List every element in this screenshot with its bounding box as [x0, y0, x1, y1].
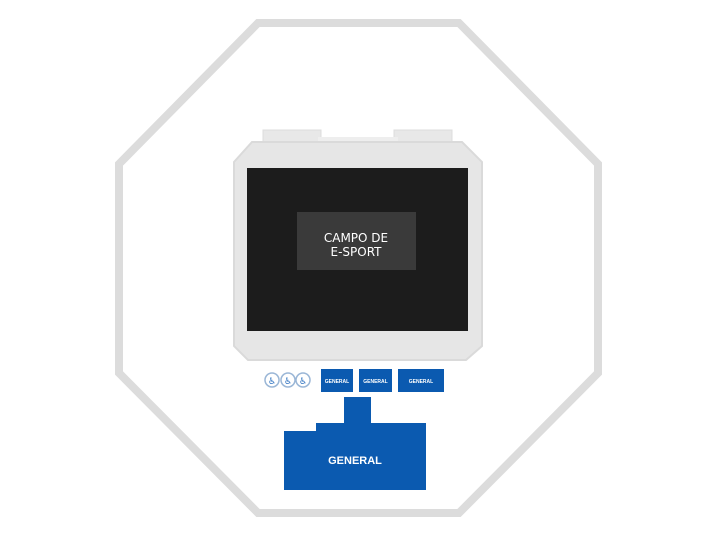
esport-field-label-box [297, 212, 416, 270]
section-general-2[interactable]: GENERAL [359, 369, 392, 392]
section-general-main[interactable]: GENERAL [284, 397, 426, 490]
section-general-1[interactable]: GENERAL [321, 369, 353, 392]
section-general-1-label: GENERAL [325, 379, 349, 385]
esport-field-label-line2: E-SPORT [330, 245, 382, 259]
section-general-3[interactable]: GENERAL [398, 369, 444, 392]
section-general-main-label: GENERAL [328, 455, 382, 467]
accessibility-icon[interactable]: ♿ [295, 372, 311, 388]
svg-text:♿: ♿ [299, 377, 307, 387]
accessibility-icon[interactable]: ♿ [280, 372, 296, 388]
esport-field-label-line1: CAMPO DE [324, 231, 388, 245]
svg-text:♿: ♿ [268, 377, 276, 387]
section-general-3-label: GENERAL [409, 379, 433, 385]
accessibility-icon[interactable]: ♿ [264, 372, 280, 388]
svg-text:♿: ♿ [284, 377, 292, 387]
section-general-2-label: GENERAL [363, 379, 387, 385]
